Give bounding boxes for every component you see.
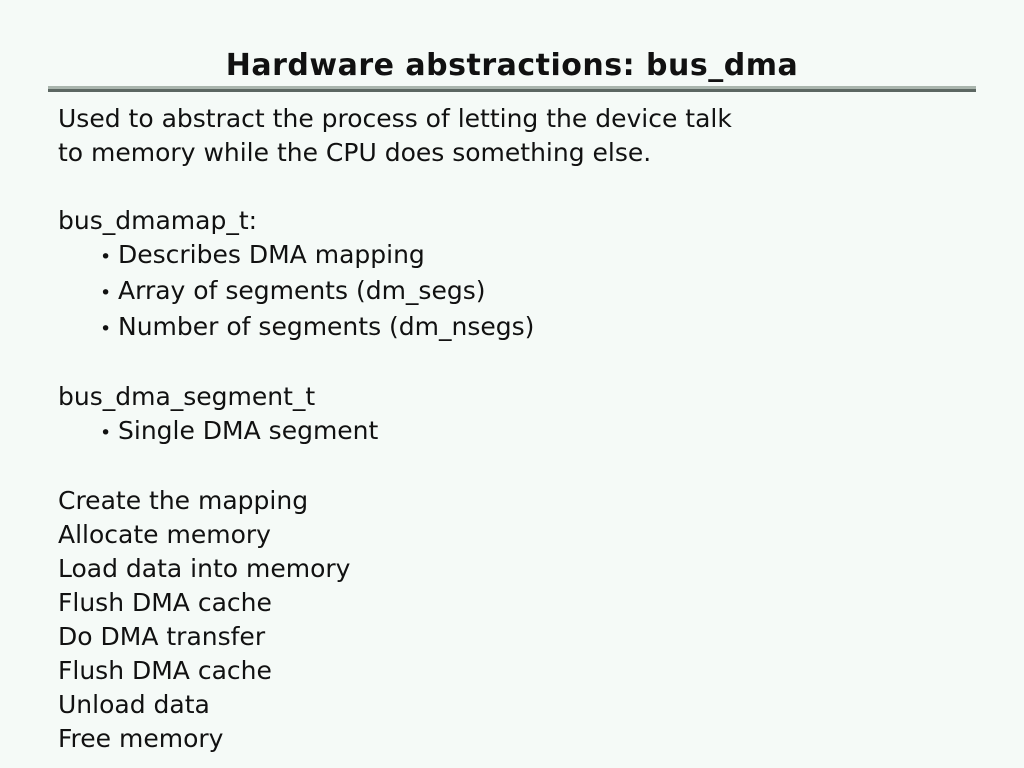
list-item-label: Array of segments (dm_segs) [118,276,486,305]
step-item: Unload data [58,690,210,719]
section-bus-dma-segment-t: bus_dma_segment_t • Single DMA segment [58,380,998,450]
intro-line: Used to abstract the process of letting … [58,104,732,133]
bullet-icon: • [100,282,112,304]
dma-steps-list: Create the mapping Allocate memory Load … [58,484,998,756]
bullet-icon: • [100,246,112,268]
spacer [58,346,998,380]
section-bus-dmamap-t: bus_dmamap_t: • Describes DMA mapping • … [58,204,998,346]
list-item: • Number of segments (dm_nsegs) [58,310,998,346]
intro-block: Used to abstract the process of letting … [58,102,998,170]
step-item: Free memory [58,724,224,753]
list-item-label: Single DMA segment [118,416,379,445]
title-divider-highlight [48,86,976,89]
page-title: Hardware abstractions: bus_dma [225,48,799,83]
bullet-icon: • [100,318,112,340]
bullet-icon: • [100,422,112,444]
section-heading: bus_dma_segment_t [58,382,316,411]
list-item-label: Describes DMA mapping [118,240,425,269]
spacer [58,450,998,484]
intro-line: to memory while the CPU does something e… [58,138,652,167]
list-item: • Array of segments (dm_segs) [58,274,998,310]
step-item: Flush DMA cache [58,656,272,685]
step-item: Create the mapping [58,486,309,515]
step-item: Load data into memory [58,554,351,583]
title-divider [48,86,976,92]
list-item: • Single DMA segment [58,414,998,450]
list-item: • Describes DMA mapping [58,238,998,274]
step-item: Allocate memory [58,520,271,549]
step-item: Flush DMA cache [58,588,272,617]
title-divider-shadow [48,89,976,92]
list-item-label: Number of segments (dm_nsegs) [118,312,535,341]
step-item: Do DMA transfer [58,622,266,651]
spacer [58,170,998,204]
slide-body: Used to abstract the process of letting … [58,102,998,756]
section-heading: bus_dmamap_t: [58,206,258,235]
